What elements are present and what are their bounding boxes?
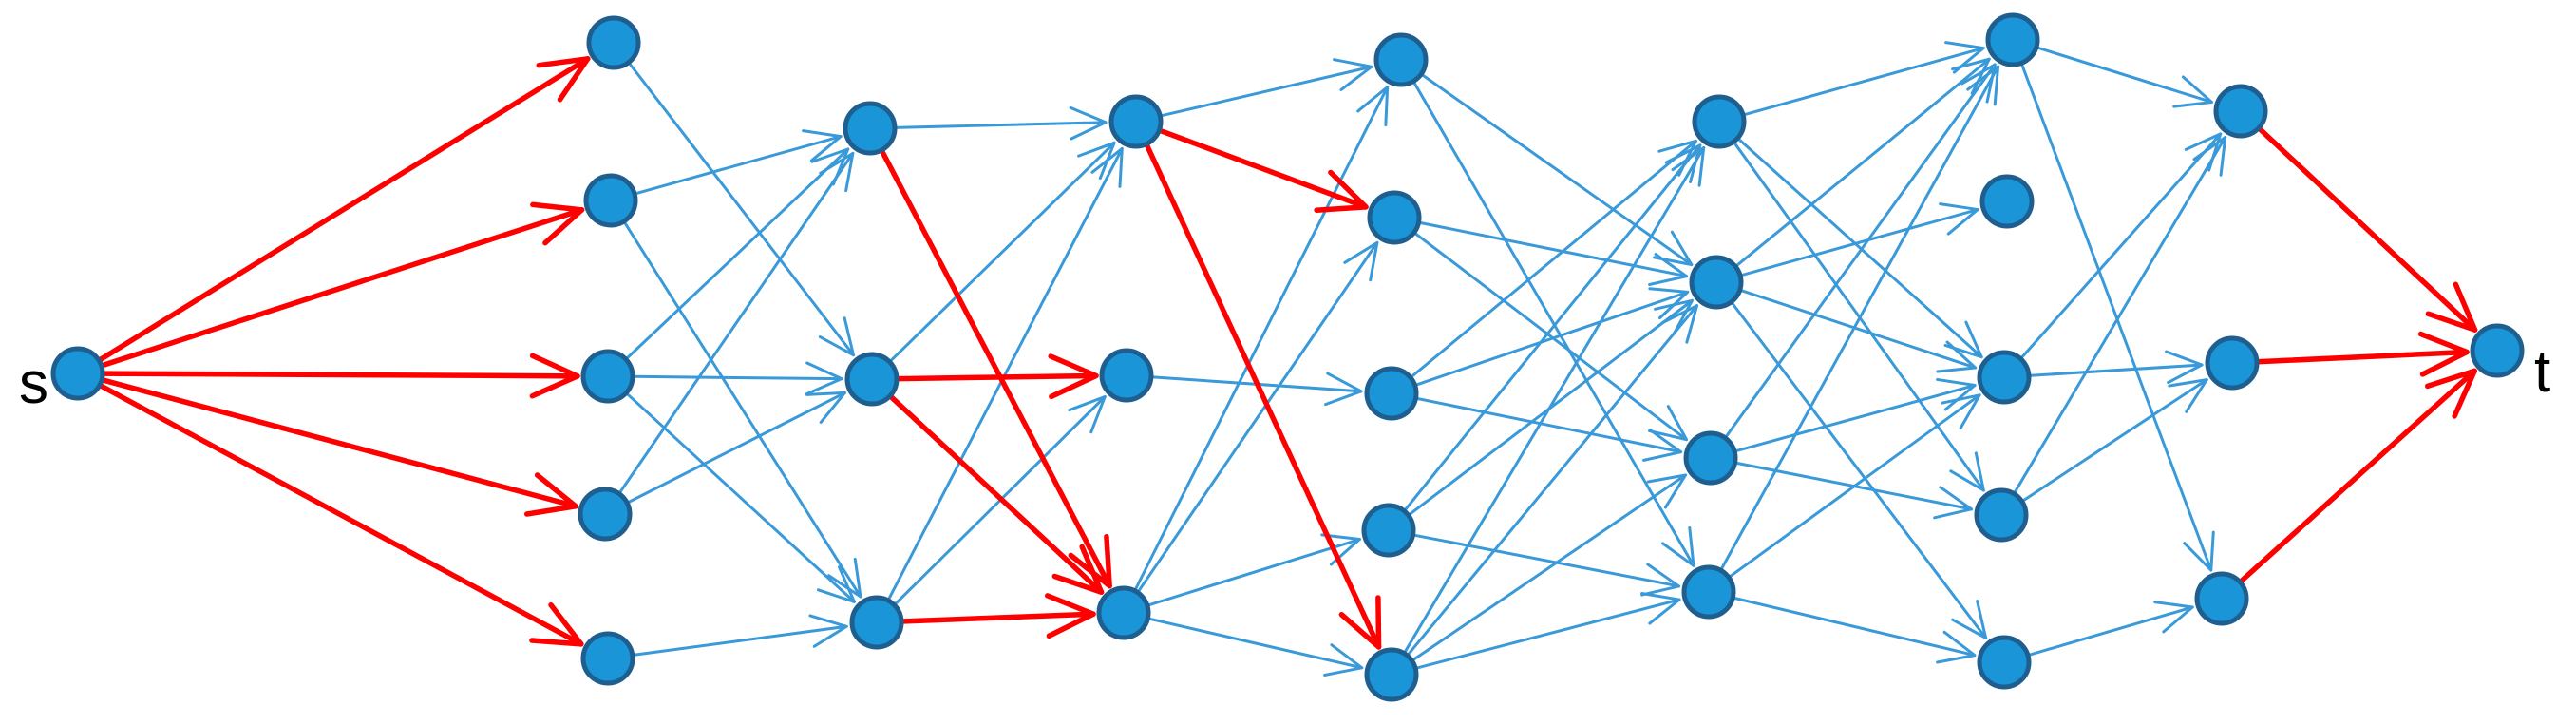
- node-c2: [1099, 348, 1154, 403]
- highlighted-edge-b1-c3: [879, 147, 1112, 589]
- highlighted-edge-b2-c3: [887, 392, 1105, 595]
- edge-e1-f1: [1741, 41, 1985, 117]
- edge-layer: [96, 41, 2478, 677]
- edge-d3-e2: [1413, 287, 1690, 388]
- node-g1: [2213, 84, 2268, 139]
- node-t: [2470, 323, 2525, 378]
- node-d3: [1364, 366, 1419, 421]
- node-a2: [583, 173, 638, 228]
- edge-e3-f1: [1723, 63, 1997, 440]
- node-b3: [849, 595, 904, 650]
- edge-d3-e1: [1409, 139, 1697, 379]
- edge-b2-c1: [888, 141, 1116, 364]
- node-d5: [1364, 647, 1419, 702]
- node-d1: [1373, 32, 1429, 87]
- edge-d5-e3: [1411, 473, 1688, 662]
- node-a3: [580, 349, 635, 404]
- node-e1: [1692, 94, 1747, 149]
- node-a5: [580, 631, 635, 686]
- sink-label: t: [2534, 339, 2550, 405]
- node-f4: [1974, 487, 2029, 543]
- edge-c3-d5: [1146, 617, 1364, 677]
- edge-c3-d1: [1133, 86, 1390, 593]
- highlighted-edge-c1-d5: [1144, 141, 1382, 650]
- node-f3: [1977, 350, 2032, 405]
- edge-c3-d2: [1136, 240, 1379, 595]
- edge-d3-e3: [1413, 396, 1683, 462]
- edge-a3-b3: [624, 391, 856, 603]
- node-c1: [1108, 94, 1164, 149]
- edge-a3-b2: [631, 361, 843, 396]
- edge-a5-b3: [631, 614, 848, 658]
- highlighted-edge-g3-t: [2237, 368, 2477, 585]
- edge-d1-e4: [1411, 80, 1695, 567]
- highlighted-edge-s-a2: [98, 201, 585, 369]
- edge-e4-f1: [1719, 65, 2000, 572]
- edge-e2-f5: [1730, 300, 1988, 639]
- edge-e4-f5: [1731, 596, 1977, 664]
- highlighted-edge-s-a5: [97, 382, 584, 647]
- edge-c3-d4: [1146, 533, 1361, 607]
- node-g2: [2205, 335, 2260, 391]
- edge-e2-f1: [1733, 57, 1991, 269]
- node-d2: [1367, 190, 1422, 245]
- edge-c1-d1: [1158, 58, 1373, 118]
- edge-a4-b2: [625, 391, 846, 505]
- node-f1: [1985, 12, 2040, 67]
- edge-f1-g3: [2019, 61, 2215, 572]
- highlighted-edge-s-a4: [99, 376, 578, 517]
- edge-d5-e4: [1413, 591, 1681, 670]
- edge-a2-b3: [622, 219, 862, 599]
- node-s: [50, 346, 105, 401]
- node-d4: [1361, 503, 1416, 558]
- edge-e2-f2: [1738, 202, 1979, 277]
- edge-f1-g1: [2035, 46, 2213, 108]
- edge-a4-b1: [617, 151, 855, 496]
- node-b1: [843, 101, 898, 156]
- edge-e3-f4: [1733, 461, 1974, 520]
- edge-e3-f3: [1733, 377, 1977, 453]
- source-label: s: [19, 351, 48, 416]
- node-f2: [1979, 174, 2035, 229]
- highlighted-edge-s-a1: [96, 56, 591, 364]
- edge-d5-e2: [1406, 304, 1699, 658]
- node-a4: [578, 487, 633, 542]
- edge-e1-f4: [1732, 140, 1985, 492]
- node-c3: [1096, 585, 1151, 640]
- highlighted-edge-b2-c2: [894, 353, 1099, 400]
- highlighted-edge-b3-c3: [899, 593, 1096, 639]
- edge-d4-e4: [1411, 533, 1681, 597]
- edge-b1-c1: [893, 105, 1108, 141]
- edge-d5-e1: [1402, 146, 1706, 656]
- node-f5: [1977, 635, 2032, 690]
- edge-a1-b2: [627, 61, 856, 357]
- edge-f5-g3: [2026, 601, 2194, 658]
- highlighted-edge-s-a3: [100, 353, 580, 399]
- node-e2: [1689, 255, 1744, 310]
- edge-d4-e1: [1402, 143, 1702, 513]
- node-g3: [2194, 571, 2249, 626]
- node-layer: [50, 12, 2525, 702]
- edge-a3-b1: [624, 147, 850, 361]
- node-e4: [1681, 564, 1736, 620]
- node-a1: [586, 15, 641, 70]
- edge-f4-g2: [2020, 378, 2208, 504]
- highlighted-edge-g1-t: [2256, 124, 2478, 333]
- edge-a2-b1: [633, 129, 843, 196]
- edge-e1-f3: [1735, 136, 1983, 359]
- node-e3: [1683, 430, 1738, 486]
- edge-d1-e2: [1419, 72, 1694, 267]
- node-b2: [844, 352, 900, 407]
- edge-e2-f3: [1738, 288, 1978, 373]
- highlighted-edge-c1-d2: [1156, 127, 1369, 213]
- edge-f4-g1: [2012, 136, 2227, 496]
- edge-f3-g2: [2027, 350, 2204, 385]
- edge-d2-e2: [1416, 220, 1689, 287]
- edge-e4-f3: [1727, 393, 1981, 580]
- edge-d2-e3: [1412, 231, 1689, 442]
- highlighted-edge-g2-t: [2254, 331, 2470, 377]
